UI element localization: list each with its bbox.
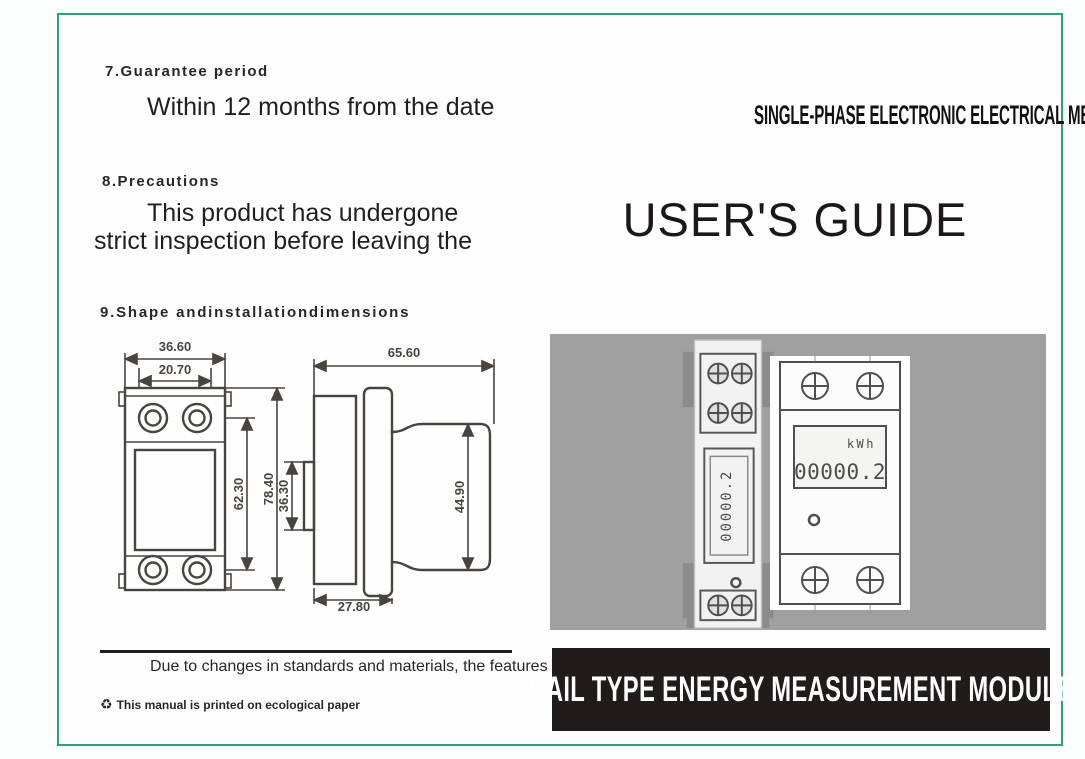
product-banner: RAIL TYPE ENERGY MEASUREMENT MODULE [528,648,1073,731]
recycle-icon: ♻ [100,696,113,712]
terminal-block-outline [699,352,757,434]
side-view-drawing: 65.60 36.30 44.90 27.80 [276,345,496,612]
right-meter-image: kWh 00000.2 [770,352,910,614]
section-8-body-line2: strict inspection before leaving the [94,227,472,255]
terminal-screw-icon [137,402,213,434]
cover-title: SINGLE-PHASE ELECTRONIC ELECTRICAL MEASU… [754,100,1085,130]
terminal-block-outline [699,589,757,622]
screw-icon [707,362,753,424]
dim-width-outer: 36.60 [159,339,192,354]
cover-subtitle: USER'S GUIDE [622,193,968,246]
section-8-heading: 8.Precautions [102,173,220,190]
pulse-led-icon [807,513,821,527]
screw-icon [801,372,884,400]
pulse-led-icon [730,576,742,589]
dim-width-inner: 20.70 [159,362,192,377]
dim-height-outer: 78.40 [261,473,276,506]
dim-depth-top: 65.60 [388,345,421,360]
cover-title-wrap: SINGLE-PHASE ELECTRONIC ELECTRICAL MEASU… [558,100,1085,131]
front-block-outline [390,422,492,572]
kwh-unit-label: kWh [847,437,876,451]
meter-body-outline [123,386,227,592]
right-meter-display: 00000.2 [794,460,886,484]
left-meter-image: 00000.2 [682,339,774,629]
din-clip-outline [302,460,316,532]
body-slab-outline [362,386,394,598]
product-photo: 00000.2 kWh 00000.2 [550,334,1046,630]
eco-note-text: This manual is printed on ecological pap… [116,697,360,712]
section-7-heading: 7.Guarantee period [105,63,269,80]
footer-divider [100,650,512,653]
eco-note-row: ♻ This manual is printed on ecological p… [100,696,360,713]
rail-base-outline [312,394,358,586]
lcd-window [793,425,887,489]
section-7-body: Within 12 months from the date [147,93,495,121]
footer-note: Due to changes in standards and material… [150,658,548,675]
section-9-heading: 9.Shape andinstallationdimensions [100,304,411,321]
dim-height-inner: 62.30 [231,478,246,511]
dim-clip-height: 36.30 [276,480,291,513]
display-window-outline [133,448,217,552]
screw-icon [707,594,753,617]
terminal-screw-icon [137,554,213,586]
dim-depth-bottom: 27.80 [338,599,371,612]
screw-icon [801,566,884,594]
front-view-drawing: 36.60 20.70 62.30 [118,339,285,592]
left-meter-display: 00000.2 [719,470,735,542]
lcd-window [703,447,755,564]
dim-front-height: 44.90 [452,481,467,514]
banner-text: RAIL TYPE ENERGY MEASUREMENT MODULE [528,669,1074,709]
section-8-body-line1: This product has undergone [147,199,459,227]
